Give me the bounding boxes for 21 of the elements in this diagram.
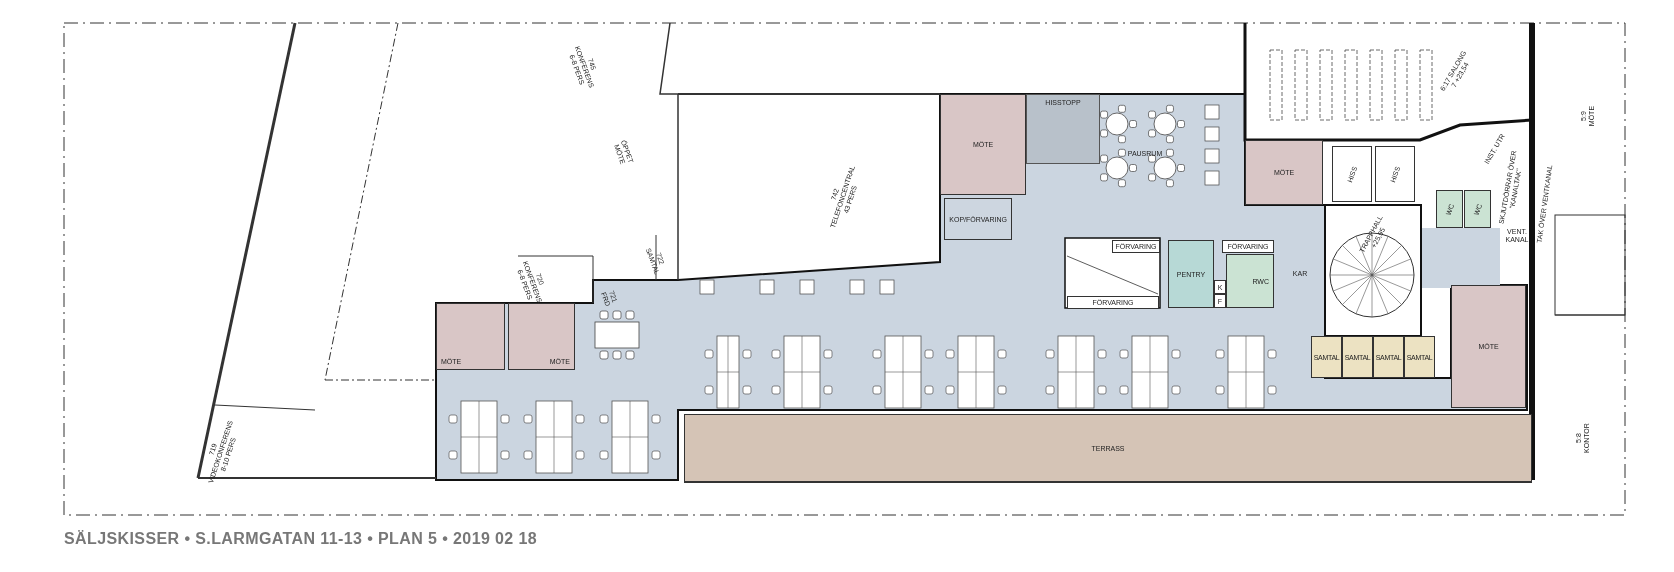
room — [1226, 254, 1274, 308]
room — [1436, 190, 1463, 228]
room — [1373, 336, 1404, 378]
room — [940, 94, 1026, 195]
room — [1342, 336, 1373, 378]
room — [684, 414, 1532, 482]
room — [944, 198, 1012, 240]
room — [1245, 140, 1323, 205]
room — [1332, 146, 1372, 202]
room — [1067, 296, 1159, 309]
room — [436, 303, 505, 370]
room — [1375, 146, 1415, 202]
room — [1168, 240, 1214, 308]
room — [1451, 285, 1526, 408]
room — [1222, 240, 1274, 253]
room — [1464, 190, 1491, 228]
room — [1404, 336, 1435, 378]
room — [1311, 336, 1342, 378]
room — [508, 303, 575, 370]
caption: SÄLJSKISSER • S.LARMGATAN 11-13 • PLAN 5 • 2019 02 18 — [64, 529, 538, 549]
room — [1026, 94, 1100, 164]
